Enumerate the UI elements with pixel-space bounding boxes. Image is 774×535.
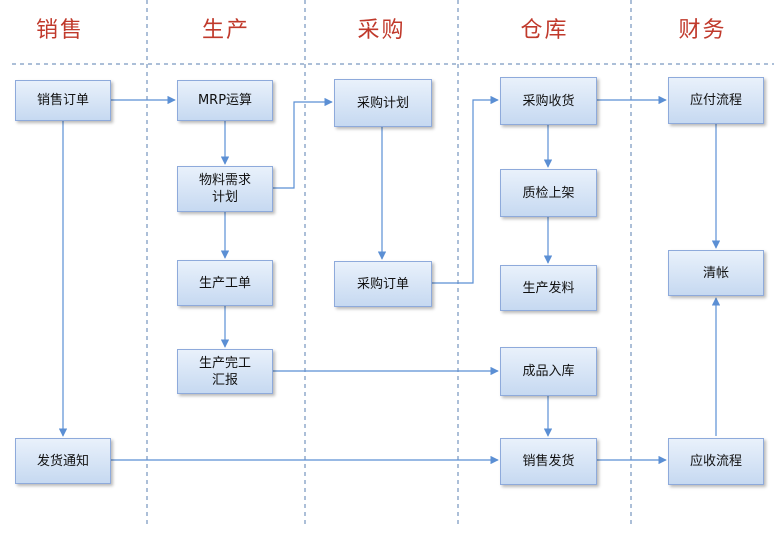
lane-title-warehouse: 仓库 bbox=[520, 18, 569, 43]
lane-title-sales: 销售 bbox=[35, 18, 84, 43]
node-receivables[interactable]: 应收流程 bbox=[668, 438, 764, 485]
connector-purchase-order-to-receipt bbox=[432, 95, 499, 284]
lane-title-finance: 财务 bbox=[678, 18, 727, 43]
lane-title-production: 生产 bbox=[201, 18, 250, 43]
connector-material-plan-to-purchase-plan bbox=[273, 97, 333, 189]
node-material-plan[interactable]: 物料需求 计划 bbox=[177, 166, 273, 212]
node-purchase-order[interactable]: 采购订单 bbox=[334, 261, 432, 307]
node-finished-goods-in[interactable]: 成品入库 bbox=[500, 347, 597, 396]
node-qc-shelving[interactable]: 质检上架 bbox=[500, 169, 597, 217]
node-mrp-calc[interactable]: MRP运算 bbox=[177, 80, 273, 121]
node-production-issue[interactable]: 生产发料 bbox=[500, 265, 597, 311]
node-settlement[interactable]: 清帐 bbox=[668, 250, 764, 296]
node-completion-report[interactable]: 生产完工 汇报 bbox=[177, 349, 273, 394]
node-sales-shipment[interactable]: 销售发货 bbox=[500, 438, 597, 485]
node-payables[interactable]: 应付流程 bbox=[668, 77, 764, 124]
node-purchase-plan[interactable]: 采购计划 bbox=[334, 79, 432, 127]
lane-separators bbox=[12, 0, 774, 528]
node-work-order[interactable]: 生产工单 bbox=[177, 260, 273, 306]
node-shipping-notice[interactable]: 发货通知 bbox=[15, 438, 111, 484]
node-sales-order[interactable]: 销售订单 bbox=[15, 80, 111, 121]
connectors bbox=[58, 95, 721, 465]
node-purchase-receipt[interactable]: 采购收货 bbox=[500, 77, 597, 125]
lane-title-purchasing: 采购 bbox=[357, 18, 406, 43]
